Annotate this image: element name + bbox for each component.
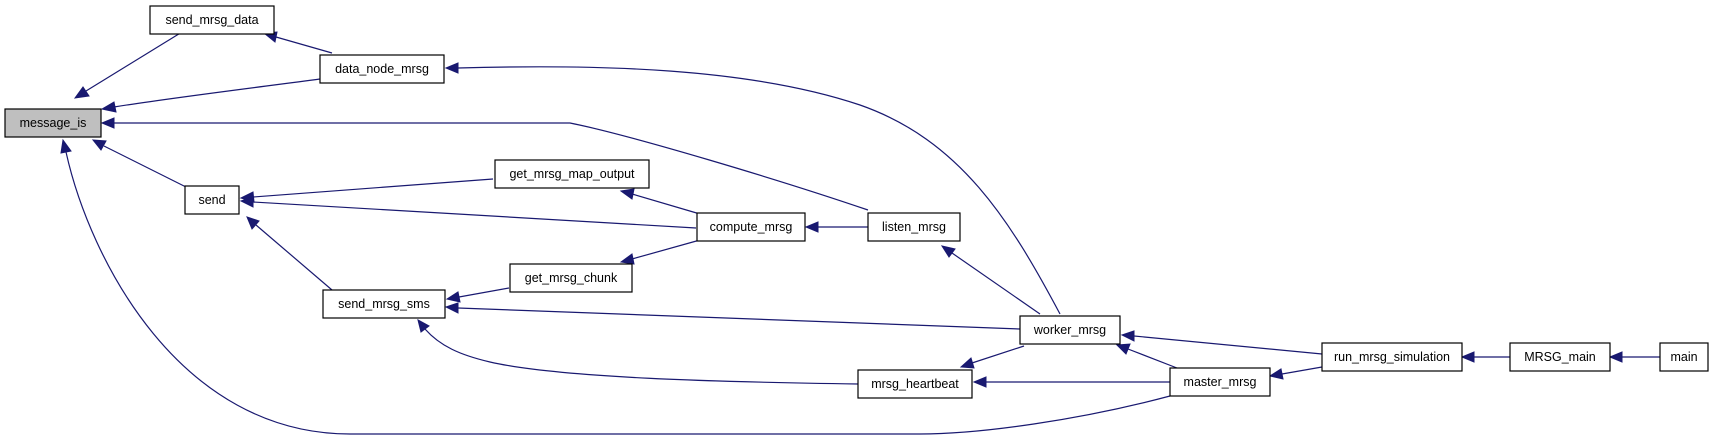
edge-mrsg_heartbeat-to-worker_mrsg: [959, 345, 1025, 369]
node-label: compute_mrsg: [710, 220, 793, 234]
edge-listen_mrsg-to-compute_mrsg: [804, 221, 868, 233]
node-data_node_mrsg[interactable]: data_node_mrsg: [319, 54, 445, 84]
node-label: get_mrsg_map_output: [509, 167, 635, 181]
edge-run_mrsg_simulation-to-master_mrsg: [1268, 366, 1323, 380]
node-send_mrsg_data[interactable]: send_mrsg_data: [149, 5, 275, 35]
edge-worker_mrsg-to-listen_mrsg: [940, 245, 1041, 315]
node-label: send: [198, 193, 225, 207]
edge-data_node_mrsg-to-message_is: [100, 78, 321, 113]
node-run_mrsg_simulation[interactable]: run_mrsg_simulation: [1321, 342, 1463, 372]
node-MRSG_main[interactable]: MRSG_main: [1509, 342, 1611, 372]
edge-worker_mrsg-to-send_mrsg_sms: [444, 302, 1021, 330]
node-label: send_mrsg_sms: [338, 297, 430, 311]
edge-get_mrsg_chunk-to-send_mrsg_sms: [445, 287, 510, 303]
node-worker_mrsg[interactable]: worker_mrsg: [1019, 315, 1121, 345]
node-label: main: [1670, 350, 1697, 364]
edge-compute_mrsg-to-get_mrsg_chunk: [619, 239, 701, 265]
edges-layer: [60, 31, 1660, 435]
node-label: worker_mrsg: [1033, 323, 1106, 337]
edge-run_mrsg_simulation-to-worker_mrsg: [1120, 330, 1323, 355]
edge-send_mrsg_sms-to-send: [246, 216, 333, 291]
node-mrsg_heartbeat[interactable]: mrsg_heartbeat: [857, 369, 973, 399]
node-get_mrsg_map_output[interactable]: get_mrsg_map_output: [494, 159, 650, 189]
edge-send-to-message_is: [91, 139, 189, 189]
edge-MRSG_main-to-run_mrsg_simulation: [1460, 351, 1510, 363]
node-send[interactable]: send: [184, 185, 240, 215]
node-label: run_mrsg_simulation: [1334, 350, 1450, 364]
node-get_mrsg_chunk[interactable]: get_mrsg_chunk: [509, 263, 633, 293]
edge-master_mrsg-to-message_is: [60, 138, 1171, 435]
edge-listen_mrsg-to-message_is: [100, 117, 869, 211]
node-label: data_node_mrsg: [335, 62, 429, 76]
edge-mrsg_heartbeat-to-send_mrsg_sms: [417, 319, 859, 385]
node-send_mrsg_sms[interactable]: send_mrsg_sms: [322, 289, 446, 319]
edge-worker_mrsg-to-data_node_mrsg: [444, 62, 1061, 315]
edge-send_mrsg_data-to-message_is: [73, 31, 183, 99]
node-listen_mrsg[interactable]: listen_mrsg: [867, 212, 961, 242]
node-main[interactable]: main: [1659, 342, 1709, 372]
edge-get_mrsg_map_output-to-send: [239, 178, 494, 203]
nodes-layer: message_is send_mrsg_data data_node_mrsg…: [4, 5, 1709, 399]
node-compute_mrsg[interactable]: compute_mrsg: [696, 212, 806, 242]
edge-data_node_mrsg-to-send_mrsg_data: [262, 31, 333, 54]
edge-master_mrsg-to-mrsg_heartbeat: [972, 376, 1170, 388]
edge-compute_mrsg-to-get_mrsg_map_output: [619, 188, 701, 215]
node-message_is[interactable]: message_is: [4, 108, 102, 138]
edge-master_mrsg-to-worker_mrsg: [1115, 343, 1178, 369]
node-master_mrsg[interactable]: master_mrsg: [1169, 367, 1271, 397]
edge-compute_mrsg-to-send: [239, 196, 697, 229]
node-label: MRSG_main: [1524, 350, 1596, 364]
node-label: get_mrsg_chunk: [525, 271, 618, 285]
node-label: mrsg_heartbeat: [871, 377, 959, 391]
node-label: listen_mrsg: [882, 220, 946, 234]
edge-main-to-MRSG_main: [1608, 351, 1660, 363]
node-label: message_is: [20, 116, 87, 130]
node-label: send_mrsg_data: [165, 13, 258, 27]
node-label: master_mrsg: [1184, 375, 1257, 389]
